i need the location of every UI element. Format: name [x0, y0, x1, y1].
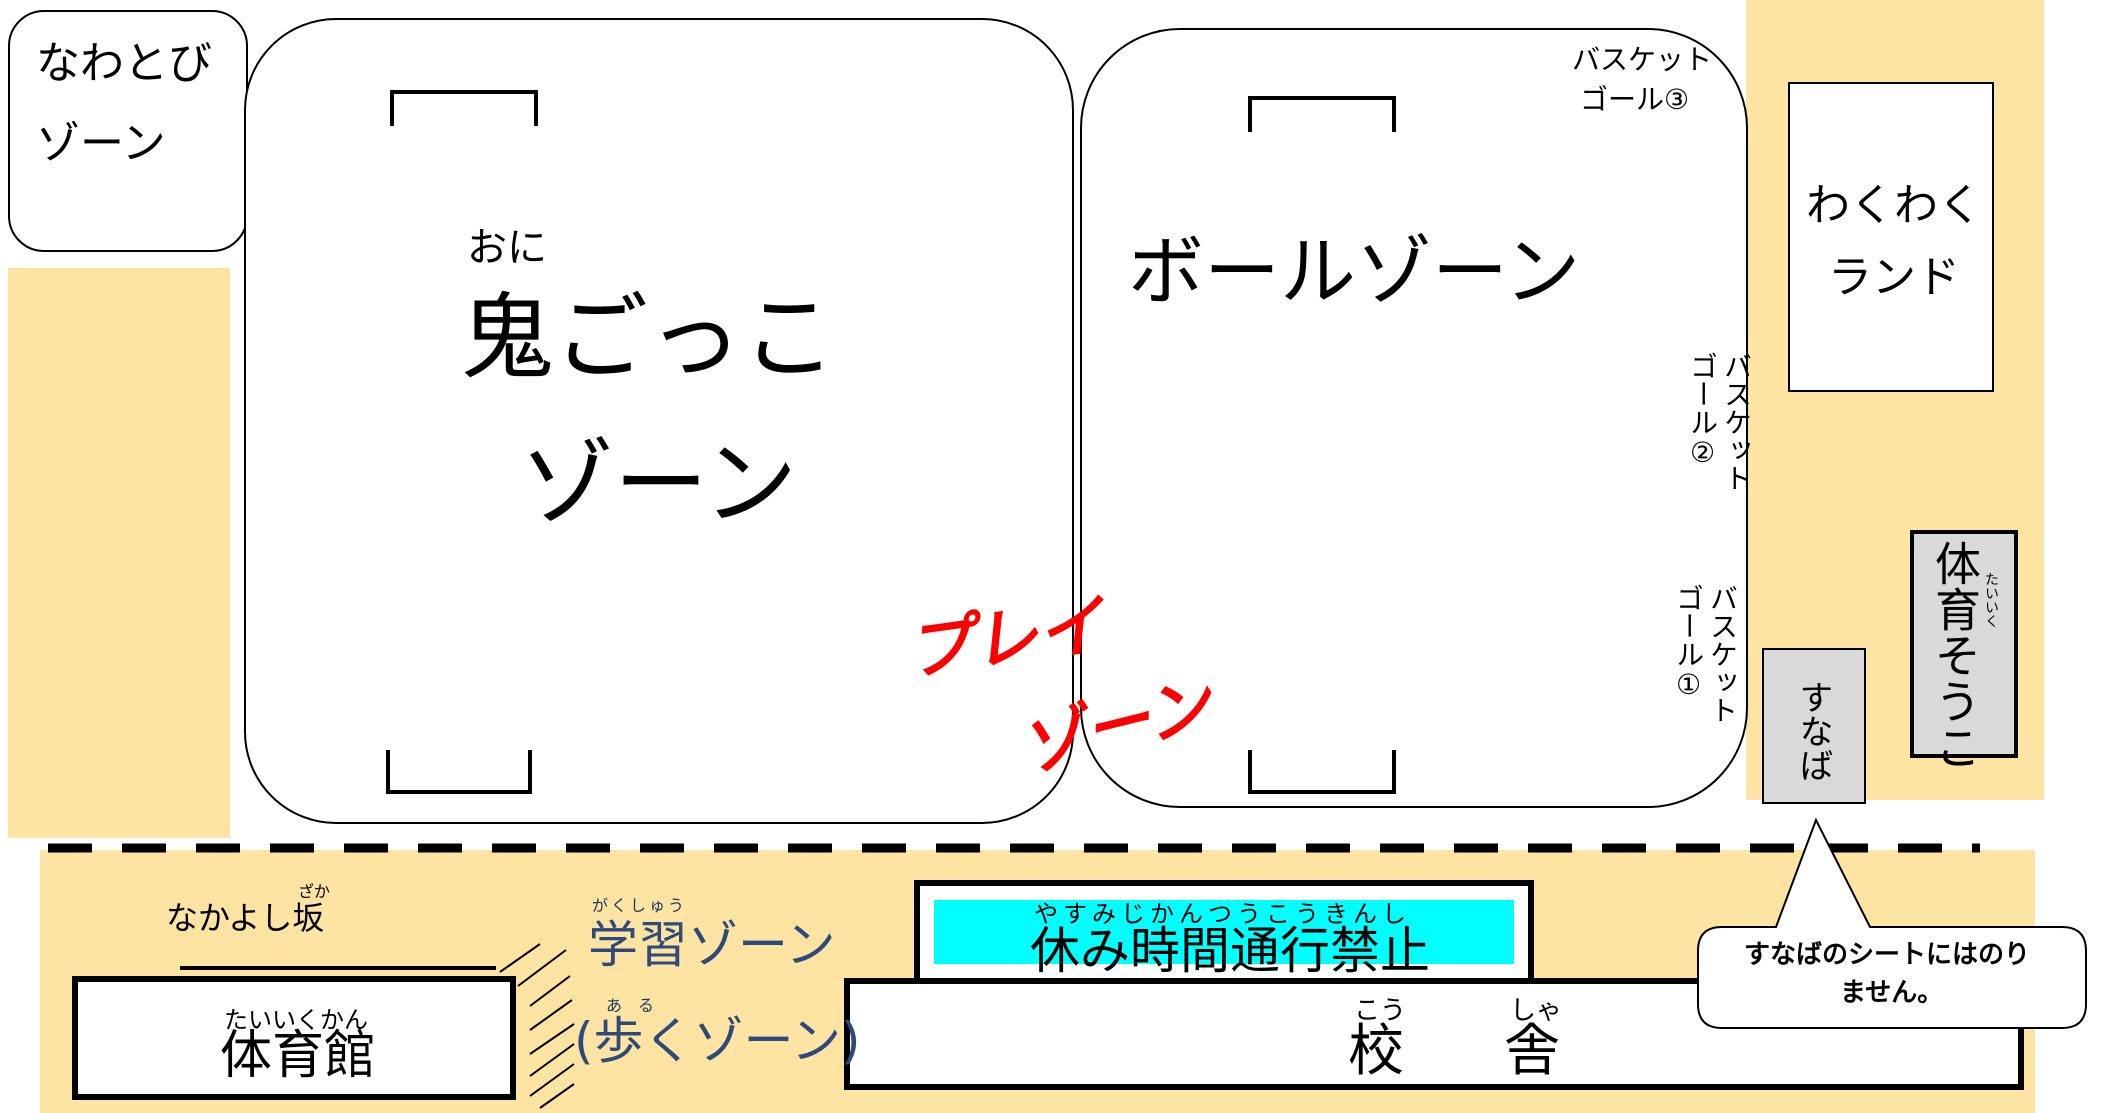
callout-line1: すなばのシートにはのり — [1744, 940, 2031, 970]
jump-rope-zone-line1: なわとび — [36, 38, 212, 89]
stairs-hatching — [499, 943, 575, 1109]
pe-storage-ruby: たいいく — [1983, 572, 1999, 628]
school-ruby1: こう — [1354, 996, 1407, 1026]
sandbox: すなば — [1762, 648, 1866, 804]
wakuwaku-line2: ランド — [1828, 252, 1960, 303]
school-char2: 舎 — [1504, 1019, 1560, 1084]
callout-line2: ません。 — [1840, 978, 1944, 1008]
no-pass-label: 休み時間通行禁止 — [1030, 922, 1430, 980]
gym-ruby: たいいくかん — [224, 1006, 368, 1034]
study-line2: (歩くゾーン) — [574, 1012, 861, 1070]
goal3-line1: バスケット — [1572, 43, 1713, 76]
pe-storage: 体育そうこ たいいく — [1910, 530, 2018, 770]
no-pass-sign: やすみじかんつうこうきんし 休み時間通行禁止 — [934, 900, 1514, 976]
tag-zone-goal-bottom — [386, 750, 532, 794]
ball-zone — [1080, 28, 1748, 808]
goal1-line1: バスケット — [1706, 584, 1739, 724]
tag-zone-kana: ごっこ — [554, 284, 837, 393]
left-sand-strip — [8, 268, 230, 838]
ball-zone-label: ボールゾーン — [1128, 227, 1581, 316]
slope-ruby: ざか — [298, 882, 331, 901]
callout-bubble — [1697, 817, 2087, 1029]
tag-zone-line1: 鬼ごっこ — [460, 292, 836, 386]
tag-zone-kanji: 鬼 — [460, 284, 555, 393]
goal2-label: バスケット ゴール② — [1670, 352, 1753, 492]
sandbox-label: すなば — [1793, 680, 1833, 782]
no-pass-area: やすみじかんつうこうきんし 休み時間通行禁止 — [914, 880, 1534, 984]
ball-zone-goal-bottom — [1248, 750, 1396, 794]
goal1-line2: ゴール① — [1672, 584, 1705, 701]
goal2-line1: バスケット — [1720, 352, 1753, 492]
school-ruby2: しゃ — [1510, 996, 1563, 1026]
pe-storage-label: 体育そうこ — [1928, 540, 1982, 770]
study-ruby: がくしゅう — [592, 896, 688, 915]
slope-label: なかよし坂 — [166, 899, 325, 937]
school-char1: 校 — [1348, 1019, 1404, 1084]
gym-label: 体育館 — [220, 1026, 377, 1086]
goal3-line2: ゴール③ — [1580, 83, 1690, 116]
tag-zone-ruby: おに — [467, 225, 547, 271]
gymnasium — [72, 976, 516, 1100]
jump-rope-zone-line2: ゾーン — [36, 118, 166, 169]
study-ruby2: ある — [606, 996, 671, 1015]
study-line1: 学習ゾーン — [588, 916, 836, 974]
wakuwaku-land: わくわく ランド — [1788, 82, 1994, 392]
goal2-line2: ゴール② — [1686, 352, 1719, 469]
tag-zone-goal-top — [390, 90, 538, 126]
tag-zone — [244, 18, 1074, 824]
wakuwaku-line1: わくわく — [1806, 180, 1982, 231]
tag-zone-line2: ゾーン — [520, 430, 798, 539]
ball-zone-goal-top — [1248, 96, 1396, 132]
no-pass-ruby: やすみじかんつうこうきんし — [1034, 900, 1411, 928]
goal1-label: バスケット ゴール① — [1656, 584, 1739, 724]
